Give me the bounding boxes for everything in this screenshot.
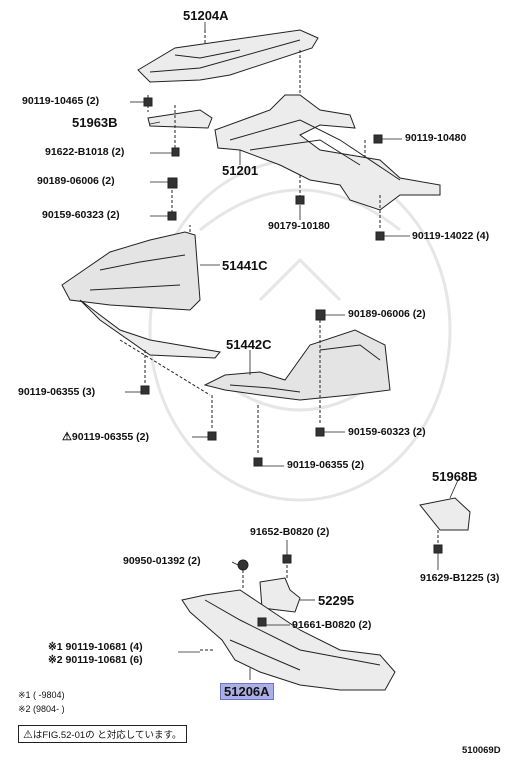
- note-1: ※1 ( -9804): [18, 690, 65, 700]
- footer-note: ⚠はFIG.52-01の と対応しています。: [18, 725, 187, 743]
- note-2: ※2 (9804- ): [18, 704, 65, 714]
- label-90119-10681-2[interactable]: ※2 90119-10681 (6): [48, 654, 143, 666]
- label-90189-06006-top[interactable]: 90189-06006 (2): [37, 175, 115, 187]
- label-51206a-highlighted[interactable]: 51206A: [220, 683, 274, 700]
- label-91629-b1225[interactable]: 91629-B1225 (3): [420, 572, 500, 584]
- label-51442c[interactable]: 51442C: [226, 337, 272, 352]
- label-51968b[interactable]: 51968B: [432, 469, 478, 484]
- label-90950-01392[interactable]: 90950-01392 (2): [123, 555, 201, 567]
- undercover-51442c: [203, 329, 391, 401]
- label-90119-10465[interactable]: 90119-10465 (2): [22, 95, 100, 107]
- label-51201[interactable]: 51201: [222, 163, 259, 178]
- label-90119-10681-1[interactable]: ※1 90119-10681 (4): [48, 641, 143, 653]
- undercover-51441c: [61, 231, 221, 359]
- label-51963b[interactable]: 51963B: [72, 115, 118, 130]
- label-91622-b1018[interactable]: 91622-B1018 (2): [45, 146, 125, 158]
- label-91661-b0820[interactable]: 91661-B0820 (2): [292, 619, 372, 631]
- label-90119-06355-a[interactable]: 90119-06355 (3): [18, 386, 96, 398]
- label-90119-06355-c[interactable]: 90119-06355 (2): [287, 459, 365, 471]
- label-90189-06006-mid[interactable]: 90189-06006 (2): [348, 308, 426, 320]
- label-90119-06355-b[interactable]: ⚠90119-06355 (2): [62, 431, 149, 443]
- beam-51204a: [137, 29, 319, 83]
- label-51441c[interactable]: 51441C: [222, 258, 268, 273]
- bracket-51963b: [147, 109, 213, 129]
- label-90179-10180[interactable]: 90179-10180: [268, 220, 330, 232]
- diagram-code: 510069D: [462, 745, 501, 756]
- label-90159-60323-top[interactable]: 90159-60323 (2): [42, 209, 120, 221]
- label-51204a[interactable]: 51204A: [183, 8, 229, 23]
- label-90119-10480[interactable]: 90119-10480: [405, 132, 467, 144]
- crossmember-51206a: [181, 589, 396, 691]
- warning-triangle-icon: ⚠: [23, 729, 33, 741]
- label-90119-14022[interactable]: 90119-14022 (4): [412, 230, 490, 242]
- label-90159-60323-mid[interactable]: 90159-60323 (2): [348, 426, 426, 438]
- bracket-51968b: [419, 497, 471, 531]
- warning-triangle-icon: ⚠: [62, 431, 72, 443]
- label-91652-b0820[interactable]: 91652-B0820 (2): [250, 526, 330, 538]
- label-52295[interactable]: 52295: [318, 593, 355, 608]
